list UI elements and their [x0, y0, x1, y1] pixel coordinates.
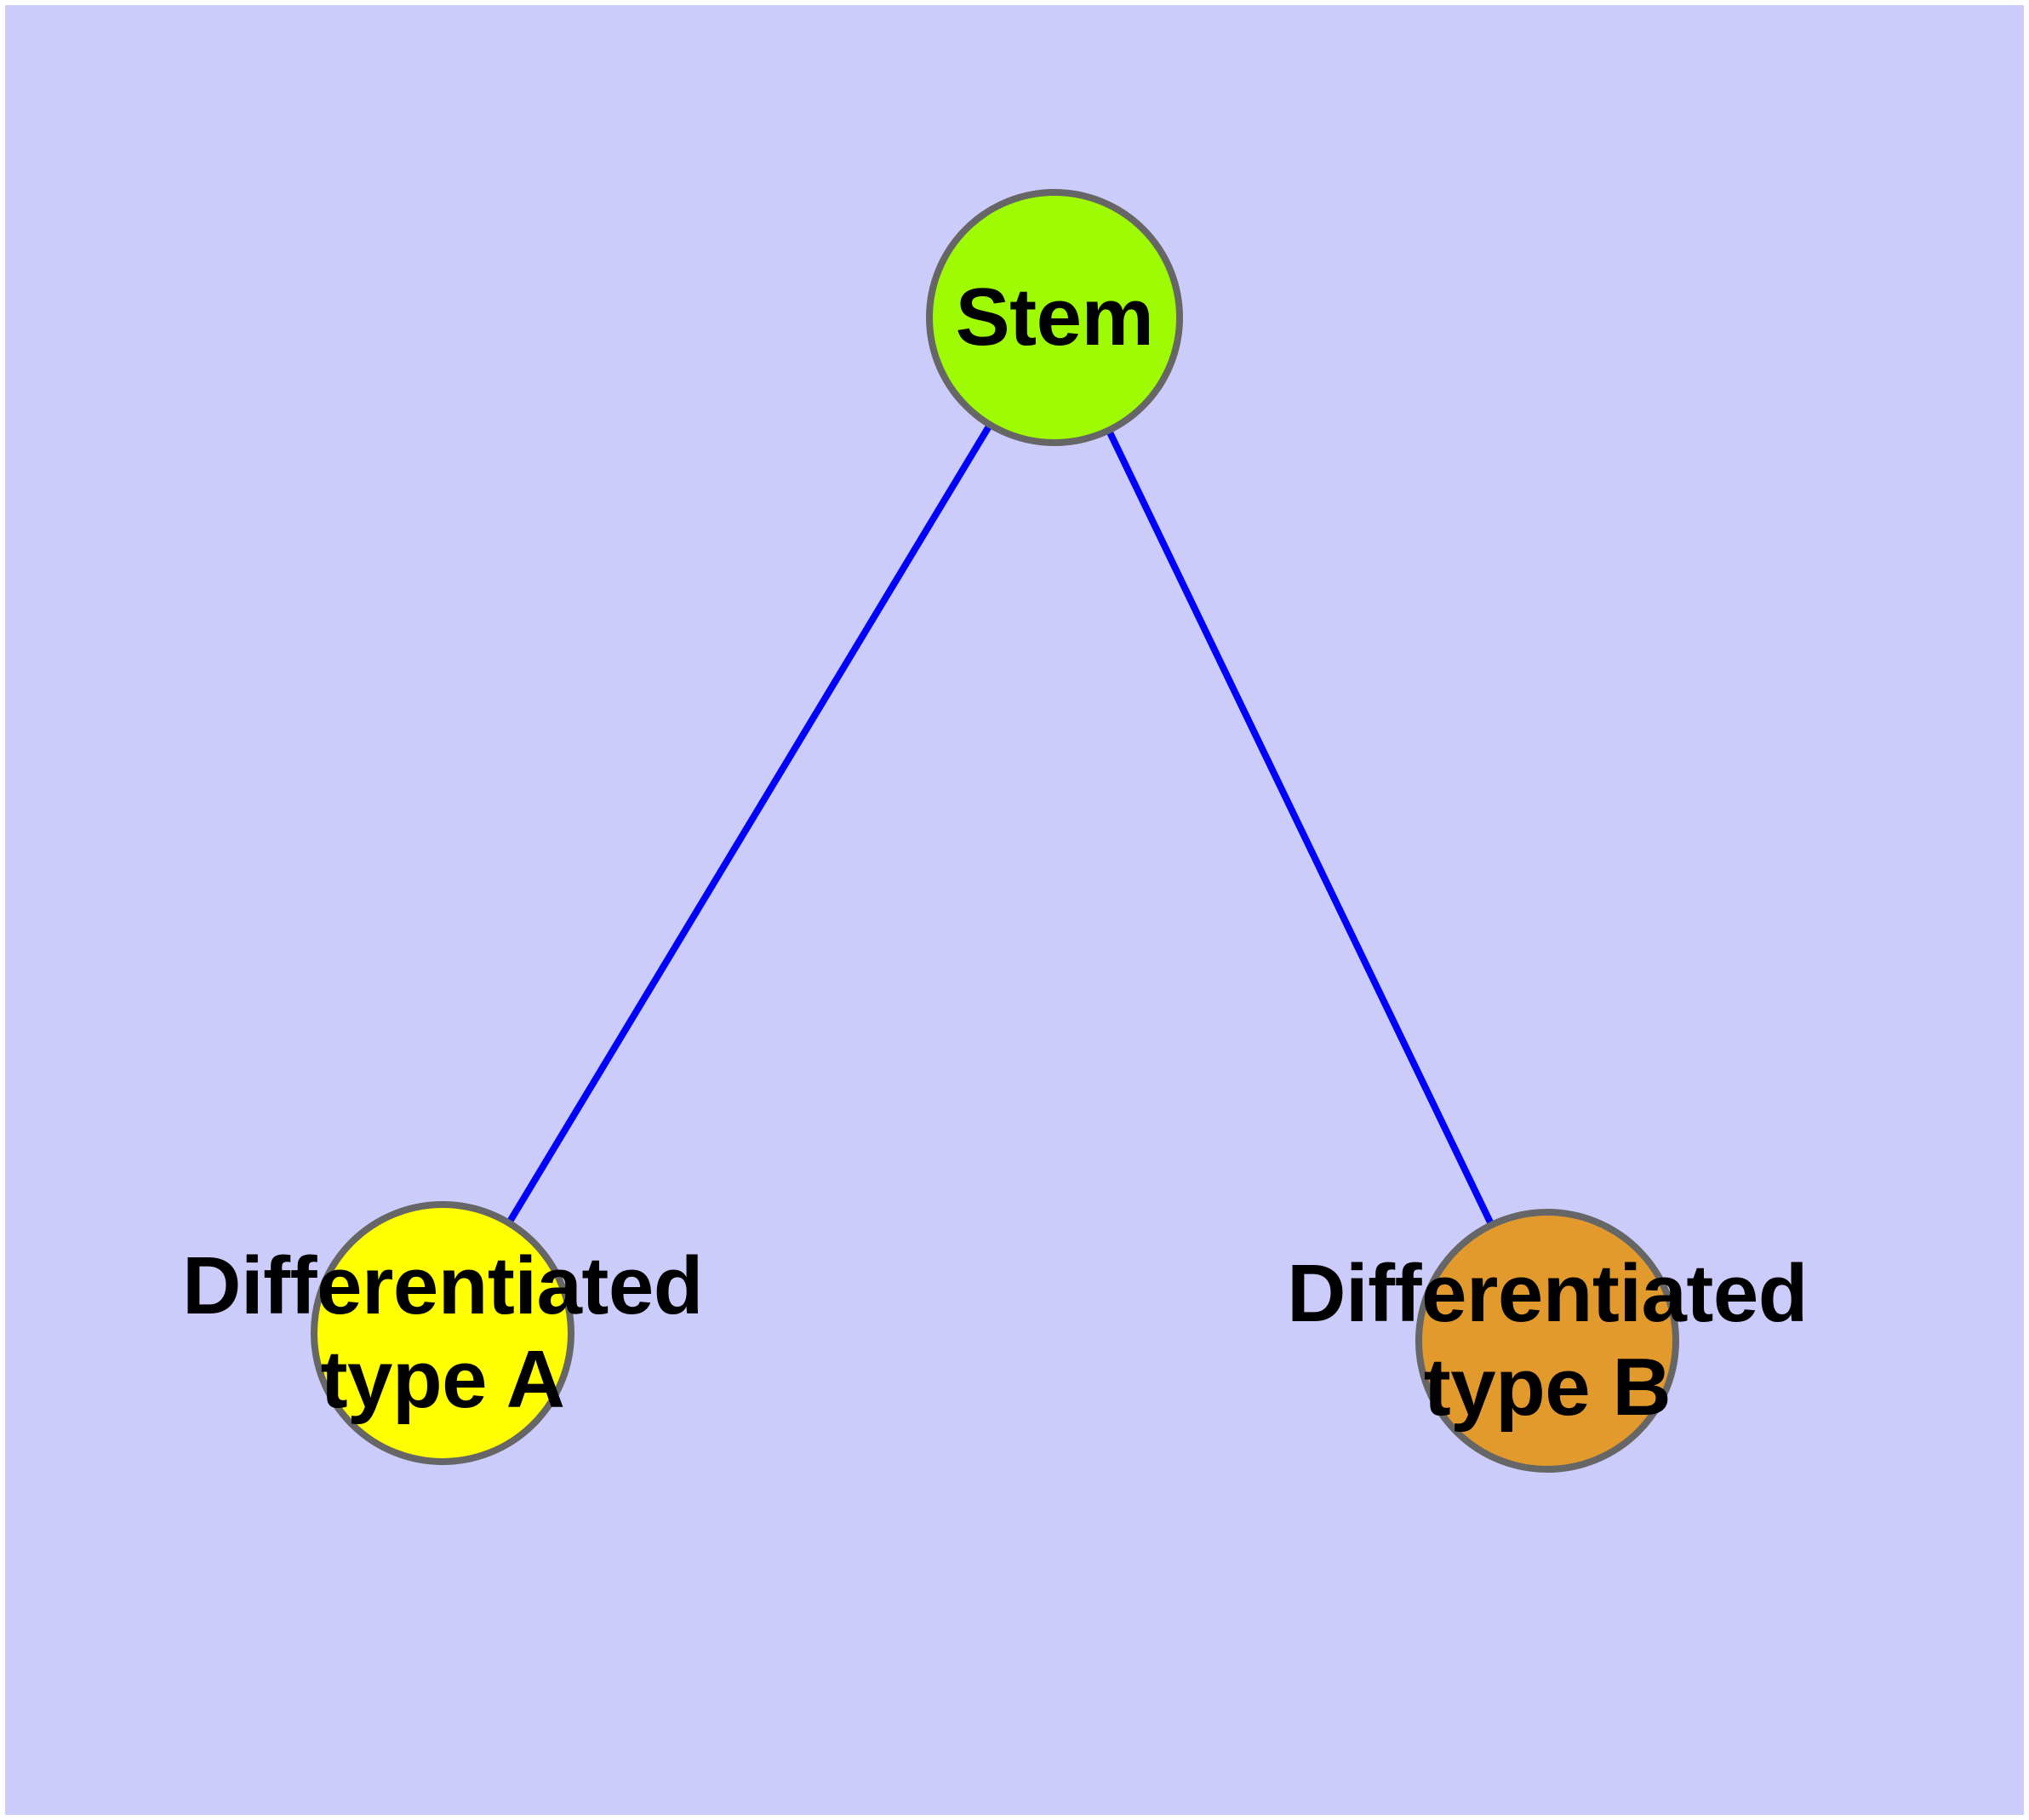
- node-layer: [311, 189, 1679, 1473]
- graph-node-diff-a[interactable]: [311, 1201, 574, 1465]
- edge-layer: [439, 315, 1551, 1342]
- graph-edge-stem-to-b[interactable]: [1051, 316, 1551, 1342]
- graph-node-diff-b[interactable]: [1415, 1209, 1679, 1473]
- graph-edge-stem-to-a[interactable]: [439, 315, 1058, 1336]
- graph-node-stem[interactable]: [926, 189, 1183, 446]
